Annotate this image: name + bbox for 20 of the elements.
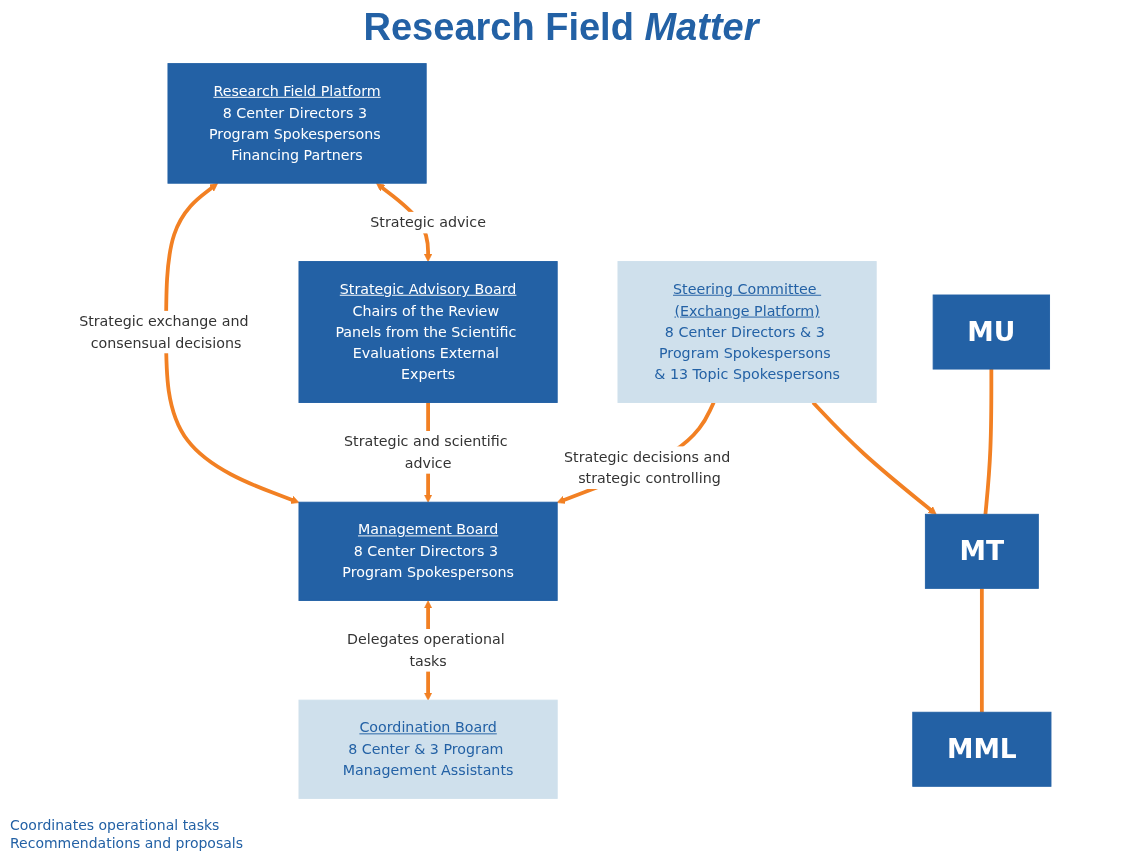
edge-label: Strategic decisions and strategic controlling: [563, 448, 731, 487]
note-text: Coordinates operational tasks: [10, 817, 221, 833]
note-text: Recommendations and proposals: [10, 835, 243, 851]
edge-label: Strategic exchange and consensual decisions: [79, 312, 249, 352]
node-box: MT: [924, 513, 1039, 589]
node-box: MML: [912, 711, 1052, 787]
node-box: MU: [932, 294, 1050, 370]
arrow: [811, 401, 937, 515]
connector: [979, 588, 984, 713]
node-box: Coordination Board 8 Center & 3 Program Management Assistants: [298, 699, 558, 799]
edge-label: Strategic advice: [370, 213, 486, 231]
node-box: Steering Committee (Exchange Platform) 8 Center Directors & 3 Program Spokespersons & 13 Topic Spokespersons: [617, 261, 877, 403]
node-box: Strategic Advisory Board Chairs of the Review Panels from the Scientific Evaluations External Experts: [298, 261, 558, 403]
node-box: Management Board 8 Center Directors 3 Program Spokespersons: [298, 501, 558, 601]
node-box: Research Field Platform 8 Center Directors 3 Program Spokespersons Financing Partners: [167, 63, 427, 184]
edge-label: Delegates operational tasks: [346, 630, 505, 670]
connector: [983, 369, 994, 515]
diagram-title: Research Field Matter: [362, 6, 762, 49]
edge-label: Strategic and scientific advice: [344, 432, 508, 472]
arrow: [164, 183, 300, 504]
